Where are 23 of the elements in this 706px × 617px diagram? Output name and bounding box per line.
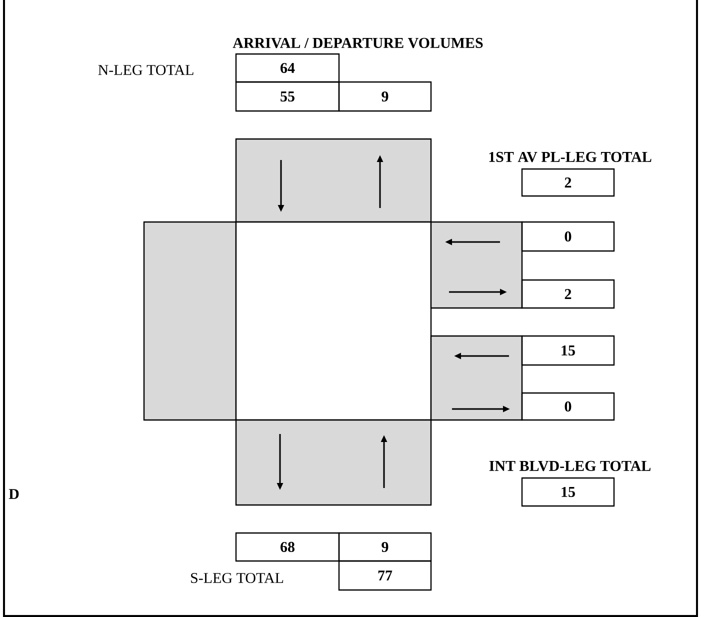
value-cell: 55 xyxy=(235,81,340,112)
value-cell: 15 xyxy=(521,335,615,366)
title: ARRIVAL / DEPARTURE VOLUMES xyxy=(232,38,483,48)
value-cell: 9 xyxy=(338,81,432,112)
value-cell: 68 xyxy=(235,532,340,562)
approach-box xyxy=(235,138,432,223)
intersection-box xyxy=(235,221,432,421)
leg-label: S-LEG TOTAL xyxy=(191,572,284,584)
approach-box xyxy=(430,335,523,421)
approach-box xyxy=(235,419,432,506)
value-cell: 0 xyxy=(521,392,615,421)
value-cell: 64 xyxy=(235,53,340,83)
leg-label: INT BLVD-LEG TOTAL xyxy=(489,460,650,472)
approach-box xyxy=(143,221,237,421)
value-cell: 2 xyxy=(521,279,615,309)
value-cell: 15 xyxy=(521,477,615,507)
value-cell: 77 xyxy=(338,560,432,591)
value-cell: 9 xyxy=(338,532,432,562)
approach-box xyxy=(430,221,523,309)
value-cell: 2 xyxy=(521,168,615,197)
leg-label: N-LEG TOTAL xyxy=(98,64,194,76)
leg-label: D xyxy=(8,489,19,499)
value-cell: 0 xyxy=(521,221,615,252)
